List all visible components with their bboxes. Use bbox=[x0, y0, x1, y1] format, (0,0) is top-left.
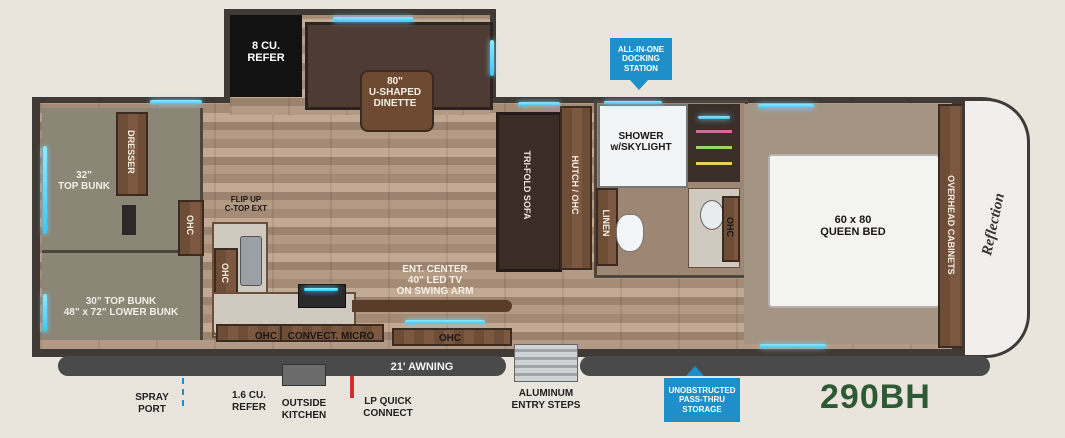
dresser bbox=[116, 112, 148, 196]
shower-label: SHOWER w/SKYLIGHT bbox=[610, 131, 672, 153]
bunk-light-top bbox=[43, 146, 47, 234]
overhead-cabinets-label: OVERHEAD CABINETS bbox=[945, 175, 956, 275]
pass-thru-storage-callout: UNOBSTRUCTED PASS-THRU STORAGE bbox=[664, 378, 740, 422]
closet-hangers-2 bbox=[696, 130, 732, 133]
toilet bbox=[616, 214, 644, 252]
bath-sink bbox=[700, 200, 724, 230]
hutch bbox=[560, 106, 592, 270]
lp-quick-icon bbox=[350, 376, 354, 398]
awning-right bbox=[580, 356, 990, 376]
ohc-bunk-label: OHC bbox=[184, 214, 195, 235]
ohc-kitchen-label: OHC bbox=[219, 262, 230, 283]
queen-bed bbox=[768, 154, 940, 308]
closet-hangers-4 bbox=[696, 162, 732, 165]
ent-center-label: ENT. CENTER 40" LED TV ON SWING ARM bbox=[396, 264, 474, 297]
ohc-lower-2-label: OHC bbox=[438, 333, 462, 344]
bunk-ladder bbox=[122, 205, 136, 235]
kitchen-sink bbox=[240, 236, 262, 286]
closet-hangers bbox=[698, 116, 730, 119]
bunks-label: 30" TOP BUNK 48" x 72" LOWER BUNK bbox=[63, 296, 179, 318]
dinette-label: 80" U-SHAPED DINETTE bbox=[368, 76, 422, 109]
sofa-label: TRI-FOLD SOFA bbox=[521, 150, 532, 220]
sofa-light bbox=[518, 102, 560, 106]
dinette-light bbox=[333, 17, 413, 22]
bed-label: 60 x 80 QUEEN BED bbox=[820, 214, 886, 239]
shower bbox=[598, 104, 688, 188]
outside-kitchen-icon bbox=[282, 364, 326, 386]
convect-micro-label: CONVECT. MICRO bbox=[287, 331, 375, 342]
ent-center-light bbox=[405, 320, 485, 324]
refer-label: 8 CU. REFER bbox=[247, 40, 285, 65]
storage-arrow-icon bbox=[686, 366, 704, 376]
hutch-label: HUTCH / OHC bbox=[569, 155, 580, 215]
spray-port-icon bbox=[182, 378, 192, 406]
docking-station-arrow-icon bbox=[630, 80, 648, 90]
ohc-bath bbox=[722, 196, 740, 262]
top-bunk-32-label: 32" TOP BUNK bbox=[58, 170, 110, 192]
closet-hangers-3 bbox=[696, 146, 732, 149]
dresser-label: DRESSER bbox=[125, 130, 136, 174]
entry-steps bbox=[514, 344, 578, 382]
refer-16-label: 1.6 CU. REFER bbox=[232, 390, 266, 413]
bunk-light-bottom bbox=[43, 294, 47, 332]
outside-kitchen-label: OUTSIDE KITCHEN bbox=[281, 398, 327, 421]
awning-label: 21' AWNING bbox=[390, 361, 454, 373]
docking-station-callout: ALL-IN-ONE DOCKING STATION bbox=[610, 38, 672, 80]
tri-fold-sofa bbox=[496, 112, 562, 272]
bedroom-light-bottom bbox=[760, 344, 826, 348]
ohc-bunk bbox=[178, 200, 204, 256]
bath-light bbox=[604, 101, 662, 104]
stove-light bbox=[304, 288, 338, 291]
front-cap bbox=[962, 98, 1030, 358]
bedroom-light-top bbox=[758, 104, 814, 108]
ohc-bath-label: OHC bbox=[724, 216, 735, 237]
flip-up-label: FLIP UP C-TOP EXT bbox=[224, 195, 268, 213]
refrigerator bbox=[230, 15, 302, 97]
entry-steps-label: ALUMINUM ENTRY STEPS bbox=[511, 388, 581, 411]
dinette-light-side bbox=[490, 40, 494, 76]
ohc-lower-1-label: OHC bbox=[254, 331, 278, 342]
dinette-table bbox=[360, 70, 434, 132]
ent-center-arm bbox=[352, 300, 512, 312]
lp-quick-label: LP QUICK CONNECT bbox=[363, 396, 413, 419]
linen-label: LINEN bbox=[600, 209, 611, 237]
convect-micro bbox=[280, 324, 384, 342]
bunk-top-light bbox=[150, 100, 202, 104]
model-name: 290BH bbox=[820, 378, 931, 416]
ohc-lower-2 bbox=[392, 328, 512, 346]
spray-port-label: SPRAY PORT bbox=[135, 392, 169, 415]
bunk-divider bbox=[42, 250, 200, 253]
